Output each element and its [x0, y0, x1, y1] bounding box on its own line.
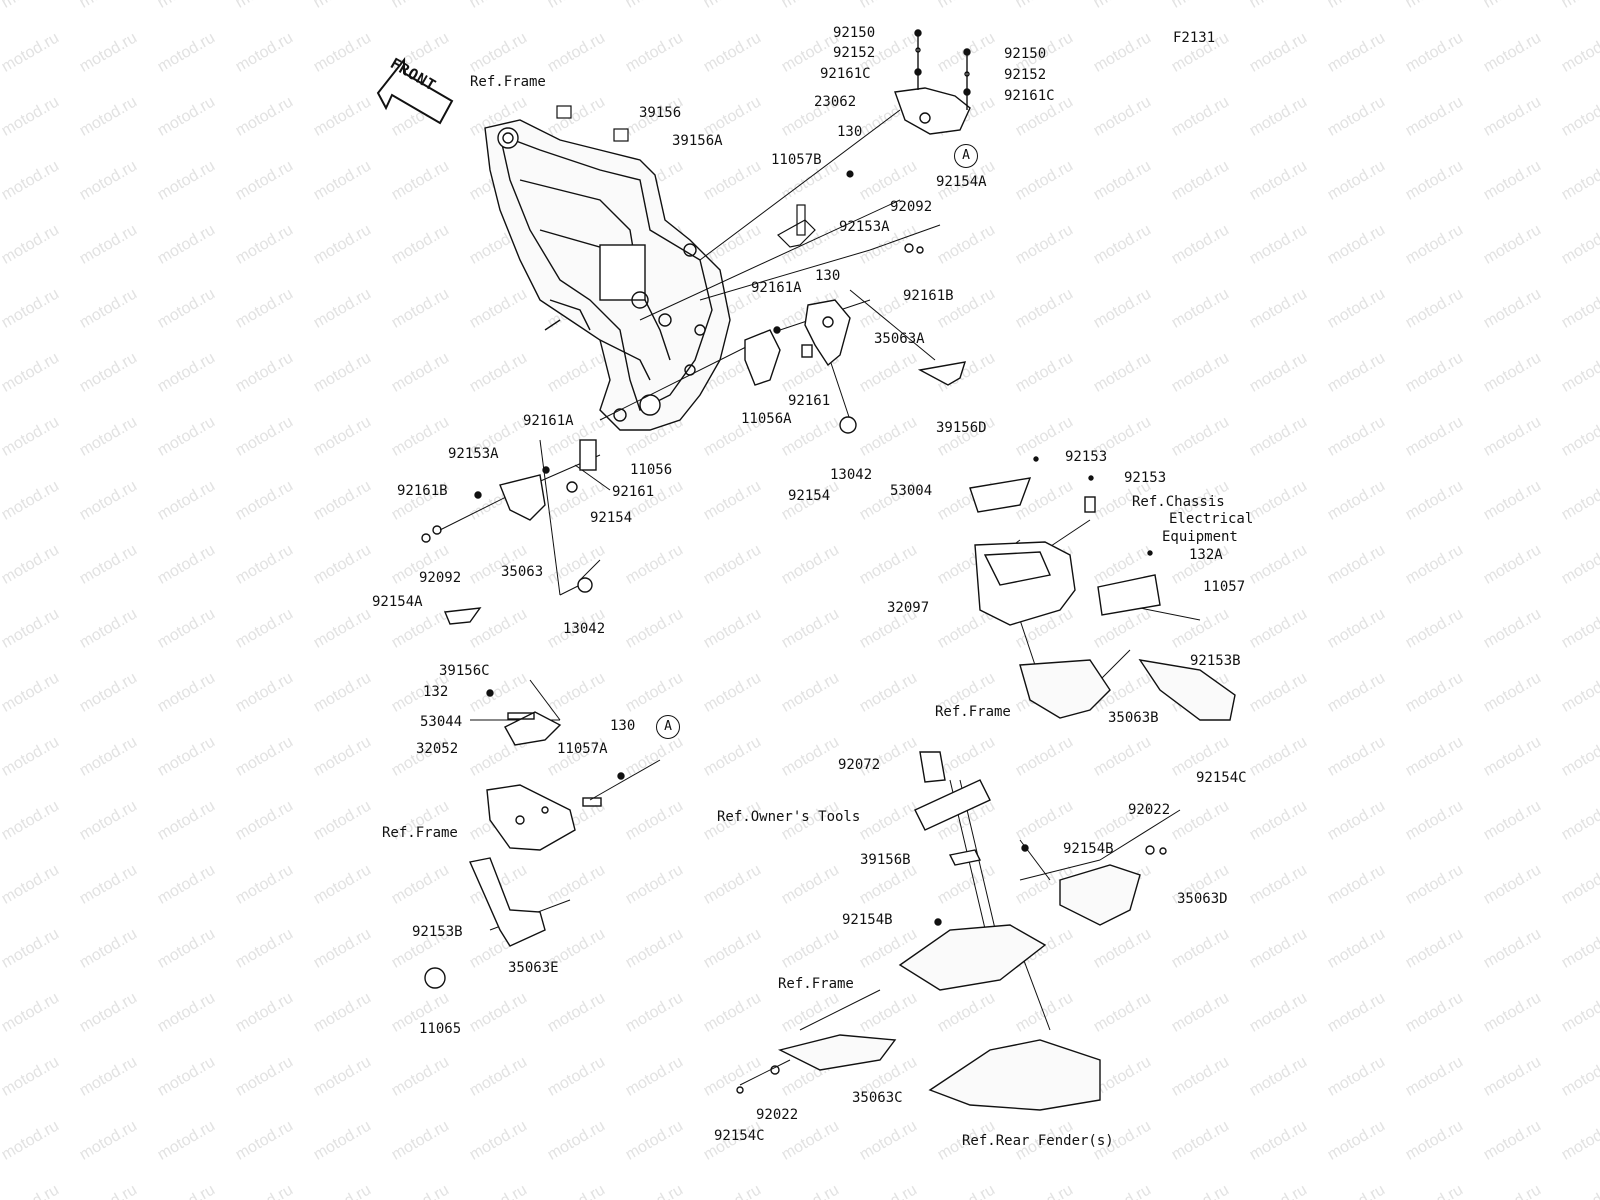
main-frame-drawing — [484, 119, 731, 431]
part-label: Ref.Frame — [935, 704, 1011, 720]
part-label: Ref.Owner's Tools — [717, 809, 861, 825]
part-label: Ref.Frame — [778, 976, 854, 992]
part-label: 35063E — [508, 960, 559, 976]
figure-code: F2131 — [1173, 30, 1216, 46]
part-label: 92161 — [612, 484, 655, 500]
part-label: 11057A — [557, 741, 608, 757]
part-label: 11056A — [741, 411, 792, 427]
part-label: Ref.Frame — [470, 74, 546, 90]
part-label: 32052 — [416, 741, 459, 757]
part-label: 35063 — [501, 564, 544, 580]
part-label: 35063A — [874, 331, 925, 347]
part-label: 92022 — [756, 1107, 799, 1123]
part-label: 39156D — [936, 420, 987, 436]
reference-marker-a: A — [656, 715, 680, 739]
part-label: 92153B — [412, 924, 463, 940]
part-label: 35063C — [852, 1090, 903, 1106]
part-23062-bracket — [894, 29, 971, 135]
part-11057B — [777, 170, 854, 248]
part-32052-assembly — [424, 689, 625, 989]
part-label: Electrical — [1169, 511, 1254, 527]
part-label: Ref.Chassis — [1132, 494, 1225, 510]
part-label: 92153 — [1065, 449, 1108, 465]
part-label: 39156B — [860, 852, 911, 868]
part-39156A — [613, 128, 629, 142]
part-label: 92161A — [523, 413, 574, 429]
part-label: 92072 — [838, 757, 881, 773]
part-label: 13042 — [830, 467, 873, 483]
part-label: 92152 — [833, 45, 876, 61]
part-label: 92150 — [1004, 46, 1047, 62]
part-label: Equipment — [1162, 529, 1238, 545]
part-label: 92161 — [788, 393, 831, 409]
part-label: 92022 — [1128, 802, 1171, 818]
part-label: 92161B — [397, 483, 448, 499]
part-label: 92161A — [751, 280, 802, 296]
part-label: 11065 — [419, 1021, 462, 1037]
part-label: 92154 — [788, 488, 831, 504]
part-39156 — [556, 105, 572, 119]
part-label: 32097 — [887, 600, 930, 616]
part-label: 92152 — [1004, 67, 1047, 83]
part-label: 130 — [610, 718, 636, 734]
part-label: 92153B — [1190, 653, 1241, 669]
part-label: 92154A — [936, 174, 987, 190]
part-label: 92153A — [448, 446, 499, 462]
part-label: 11057B — [771, 152, 822, 168]
part-label: 53044 — [420, 714, 463, 730]
part-label: 92154B — [1063, 841, 1114, 857]
part-label: 132 — [423, 684, 449, 700]
part-label: 53004 — [890, 483, 933, 499]
part-label: 132A — [1189, 547, 1223, 563]
part-label: 92154 — [590, 510, 633, 526]
part-label: 23062 — [814, 94, 857, 110]
part-label: Ref.Rear Fender(s) — [962, 1133, 1114, 1149]
part-label: 92150 — [833, 25, 876, 41]
part-rear-subframe — [736, 751, 1167, 1111]
part-label: 92161C — [820, 66, 871, 82]
part-label: 92153A — [839, 219, 890, 235]
reference-marker-a: A — [954, 144, 978, 168]
part-label: 13042 — [563, 621, 606, 637]
front-arrow-icon — [376, 57, 454, 125]
part-32097-battery-box — [969, 456, 1236, 721]
part-label: 92153 — [1124, 470, 1167, 486]
part-label: Ref.Frame — [382, 825, 458, 841]
part-label: 92154B — [842, 912, 893, 928]
part-label: 11057 — [1203, 579, 1246, 595]
part-35063 — [421, 439, 597, 625]
part-label: 92092 — [890, 199, 933, 215]
part-label: 35063D — [1177, 891, 1228, 907]
part-35063A — [744, 243, 967, 434]
part-label: 92161B — [903, 288, 954, 304]
part-label: 39156 — [639, 105, 682, 121]
part-label: 92154A — [372, 594, 423, 610]
part-label: 92161C — [1004, 88, 1055, 104]
part-label: 35063B — [1108, 710, 1159, 726]
part-label: 39156A — [672, 133, 723, 149]
part-label: 92154C — [714, 1128, 765, 1144]
part-label: 130 — [815, 268, 841, 284]
part-label: 130 — [837, 124, 863, 140]
part-label: 92154C — [1196, 770, 1247, 786]
part-label: 11056 — [630, 462, 673, 478]
part-label: 92092 — [419, 570, 462, 586]
part-label: 39156C — [439, 663, 490, 679]
